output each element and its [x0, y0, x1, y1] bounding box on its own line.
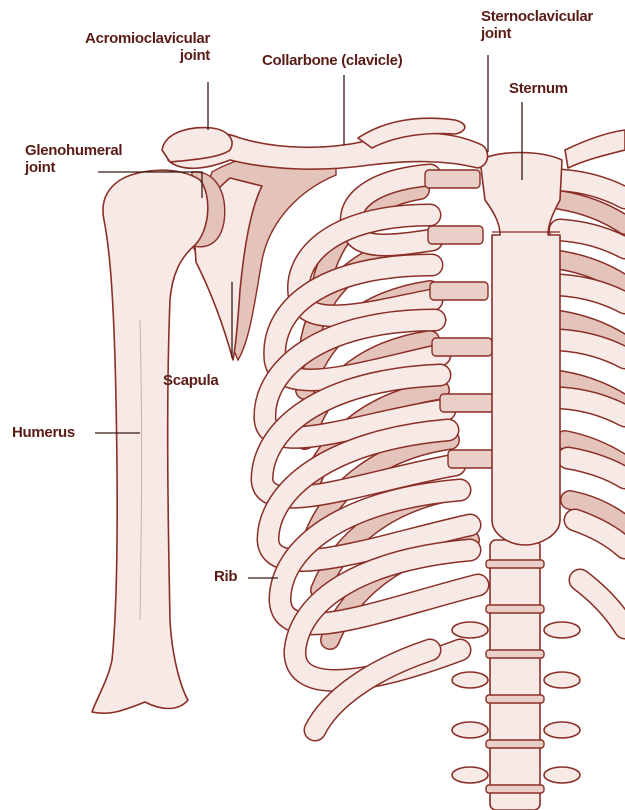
label-sternoclavicular-joint: Sternoclavicular joint: [481, 8, 593, 42]
label-glenohumeral-line1: Glenohumeral: [25, 142, 122, 159]
label-sternoclavicular-line2: joint: [481, 25, 593, 42]
label-scapula: Scapula: [163, 372, 218, 389]
sternum: [480, 153, 562, 546]
label-collarbone: Collarbone (clavicle): [262, 52, 402, 69]
label-sternoclavicular-line1: Sternoclavicular: [481, 8, 593, 25]
label-acromioclavicular-line2: joint: [48, 47, 210, 64]
label-humerus: Humerus: [12, 424, 75, 441]
humerus: [92, 170, 208, 713]
label-acromioclavicular-joint: Acromioclavicular joint: [48, 30, 210, 64]
label-rib: Rib: [214, 568, 237, 585]
label-sternum: Sternum: [509, 80, 568, 97]
label-glenohumeral-joint: Glenohumeral joint: [25, 142, 122, 176]
label-acromioclavicular-line1: Acromioclavicular: [48, 30, 210, 47]
label-glenohumeral-line2: joint: [25, 159, 122, 176]
